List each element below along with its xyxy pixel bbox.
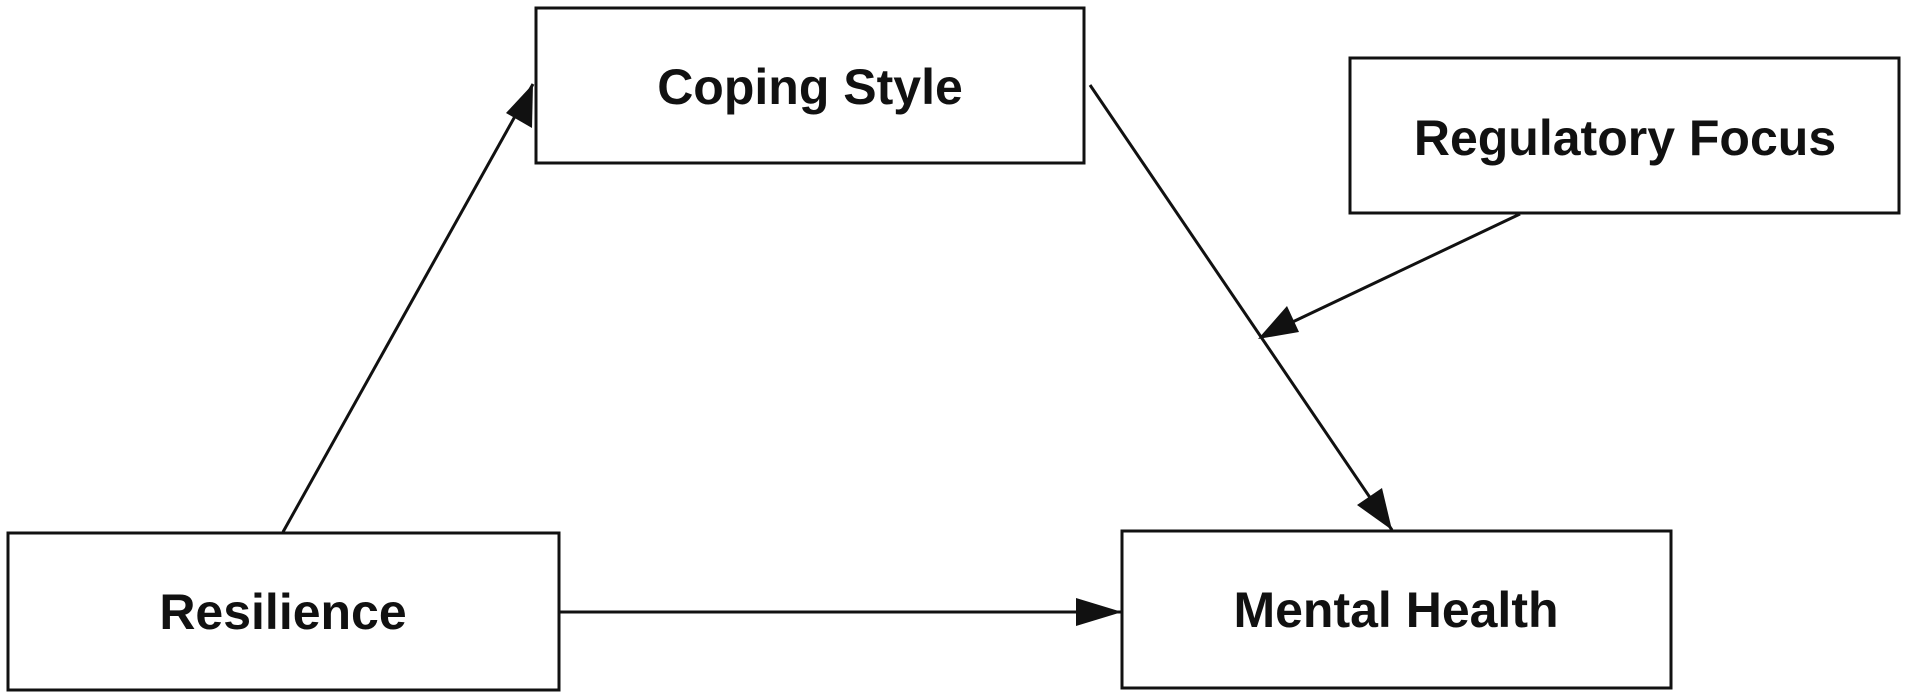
node-regulatory-focus: Regulatory Focus bbox=[1348, 56, 1901, 215]
node-label-resilience: Resilience bbox=[159, 584, 406, 640]
edge-regulatory-focus-to-path bbox=[1262, 212, 1521, 338]
node-coping-style: Coping Style bbox=[534, 6, 1086, 165]
edge-coping-style-to-mental-health bbox=[1088, 84, 1394, 531]
edges bbox=[281, 83, 1521, 626]
arrowhead-coping-style bbox=[506, 84, 533, 128]
arrowhead-mental-health-left bbox=[1076, 598, 1122, 626]
node-resilience: Resilience bbox=[6, 531, 561, 692]
node-label-coping-style: Coping Style bbox=[657, 59, 963, 115]
edge-resilience-to-coping-style bbox=[281, 83, 535, 533]
node-label-regulatory-focus: Regulatory Focus bbox=[1414, 110, 1836, 166]
node-mental-health: Mental Health bbox=[1120, 529, 1673, 690]
arrowhead-mental-health-top bbox=[1357, 488, 1392, 530]
node-label-mental-health: Mental Health bbox=[1233, 582, 1558, 638]
arrowhead-moderation bbox=[1258, 306, 1299, 339]
